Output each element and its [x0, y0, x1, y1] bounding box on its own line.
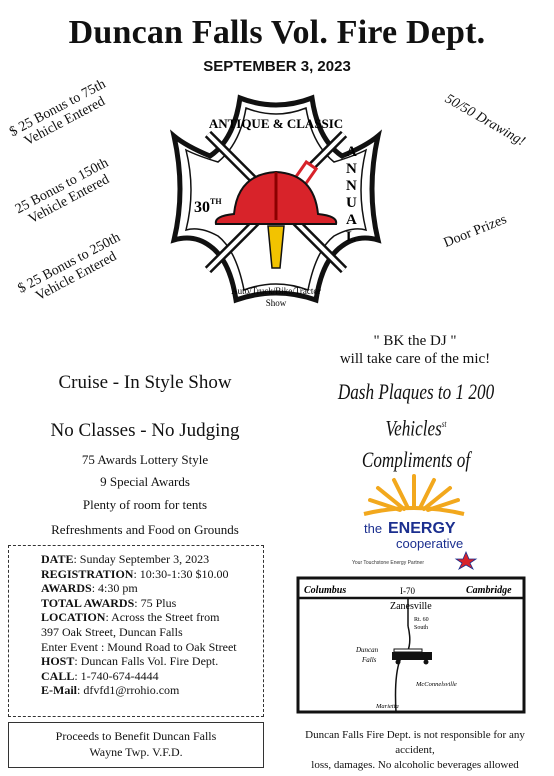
emblem-top-text: ANTIQUE & CLASSIC: [209, 116, 343, 131]
sun-icon: [368, 474, 460, 512]
nozzle-icon: [267, 225, 285, 269]
disclaimer-line2: loss, damages. No alcoholic beverages al…: [311, 759, 519, 771]
disclaimer-line1: Duncan Falls Fire Dept. is not responsib…: [305, 729, 525, 756]
plaques-text: Dash Plaques to 1 200 Vehicles: [337, 379, 495, 441]
map-cambridge: Cambridge: [466, 585, 512, 596]
dash-plaques: Dash Plaques to 1 200 Vehiclesst Complim…: [324, 376, 508, 476]
info-date: DATE: Sunday September 3, 2023: [41, 552, 210, 566]
map-falls: Falls: [361, 656, 377, 664]
map-marietta: Marietta: [375, 703, 399, 710]
proceeds-box: Proceeds to Benefit Duncan Falls Wayne T…: [8, 722, 264, 768]
map-frame: [296, 576, 526, 714]
bonus-150: 25 Bonus to 150th Vehicle Entered: [13, 156, 118, 231]
event-date: SEPTEMBER 3, 2023: [203, 58, 351, 75]
proceeds-line1: Proceeds to Benefit Duncan Falls: [55, 729, 217, 743]
map-columbus: Columbus: [304, 585, 346, 596]
bonus-250: $ 25 Bonus to 250th Vehicle Entered: [16, 230, 130, 310]
door-prizes: Door Prizes: [441, 212, 509, 251]
map-i70: I-70: [400, 586, 415, 596]
logo-energy: ENERGY: [388, 520, 456, 537]
emblem-annual-letter: A: [346, 144, 357, 160]
refreshments: Refreshments and Food on Grounds: [51, 522, 239, 537]
dj-announcement: " BK the DJ " will take care of the mic!: [300, 332, 530, 368]
emblem-annual-letter: A: [346, 212, 357, 228]
plaques-line1: Dash Plaques to 1 200 Vehiclesst: [324, 376, 508, 444]
emblem-ordinal-number: 30: [194, 199, 210, 216]
plaques-line2: Compliments of: [361, 447, 471, 473]
map-duncan: Duncan: [355, 646, 379, 654]
emblem-ordinal: 30TH: [194, 197, 222, 216]
disclaimer: Duncan Falls Fire Dept. is not responsib…: [298, 728, 532, 773]
info-total-awards: TOTAL AWARDS: 75 Plus: [41, 595, 177, 610]
directions-map: Columbus I-70 Cambridge Zanesville Rt. 6…: [296, 576, 526, 714]
info-enter-event: Enter Event : Mound Road to Oak Street: [41, 639, 237, 654]
emblem-bottom-line1: Auto/Truck/Bike/Tractor: [231, 286, 321, 296]
no-classes: No Classes - No Judging: [50, 420, 240, 441]
info-address: 397 Oak Street, Duncan Falls: [41, 624, 183, 639]
logo-the: the: [364, 521, 382, 536]
map-mcconnelsville: McConnelsville: [415, 681, 457, 688]
emblem-annual-letter: L: [346, 229, 356, 245]
logo-cooperative: cooperative: [396, 536, 463, 551]
emblem-bottom-line2: Show: [266, 298, 287, 308]
bonus-75: $ 25 Bonus to 75th Vehicle Entered: [7, 77, 115, 154]
info-email: E-Mail: dfvfd1@rrohio.com: [41, 683, 180, 698]
map-route: Rt. 60: [414, 617, 429, 623]
dj-line2: will take care of the mic!: [339, 351, 491, 367]
map-zanesville: Zanesville: [390, 601, 432, 612]
info-host: HOST: Duncan Falls Vol. Fire Dept.: [41, 654, 219, 669]
plaques-superscript: st: [441, 419, 447, 429]
map-south: South: [414, 625, 428, 631]
event-info-box: DATE: Sunday September 3, 2023 REGISTRAT…: [8, 545, 264, 717]
energy-cooperative-logo: the ENERGY cooperative Your Touchstone E…: [352, 474, 478, 570]
info-registration: REGISTRATION: 10:30-1:30 $10.00: [41, 566, 229, 581]
emblem-annual-letter: N: [346, 161, 357, 177]
page-title: Duncan Falls Vol. Fire Dept.: [68, 14, 486, 51]
emblem-annual-letter: N: [346, 178, 357, 194]
tents-room: Plenty of room for tents: [82, 497, 208, 512]
fifty-fifty-drawing: 50/50 Drawing!: [442, 91, 528, 150]
fire-truck-icon: [392, 648, 432, 665]
awards-lottery: 75 Awards Lottery Style: [81, 452, 209, 467]
proceeds-line2: Wayne Twp. V.F.D.: [89, 745, 183, 759]
dj-line1: " BK the DJ ": [373, 333, 457, 349]
info-awards: AWARDS: 4:30 pm: [41, 581, 138, 596]
cross-inner: [184, 106, 368, 292]
logo-tagline: Your Touchstone Energy Partner: [352, 560, 424, 566]
special-awards: 9 Special Awards: [100, 474, 190, 489]
touchstone-star-icon: [454, 550, 478, 570]
info-call: CALL: 1-740-674-4444: [41, 668, 159, 683]
cruise-show: Cruise - In Style Show: [58, 372, 232, 393]
emblem-ordinal-suffix: TH: [210, 197, 222, 206]
info-location: LOCATION: Across the Street from: [41, 610, 220, 625]
emblem-annual-letter: U: [346, 195, 357, 211]
